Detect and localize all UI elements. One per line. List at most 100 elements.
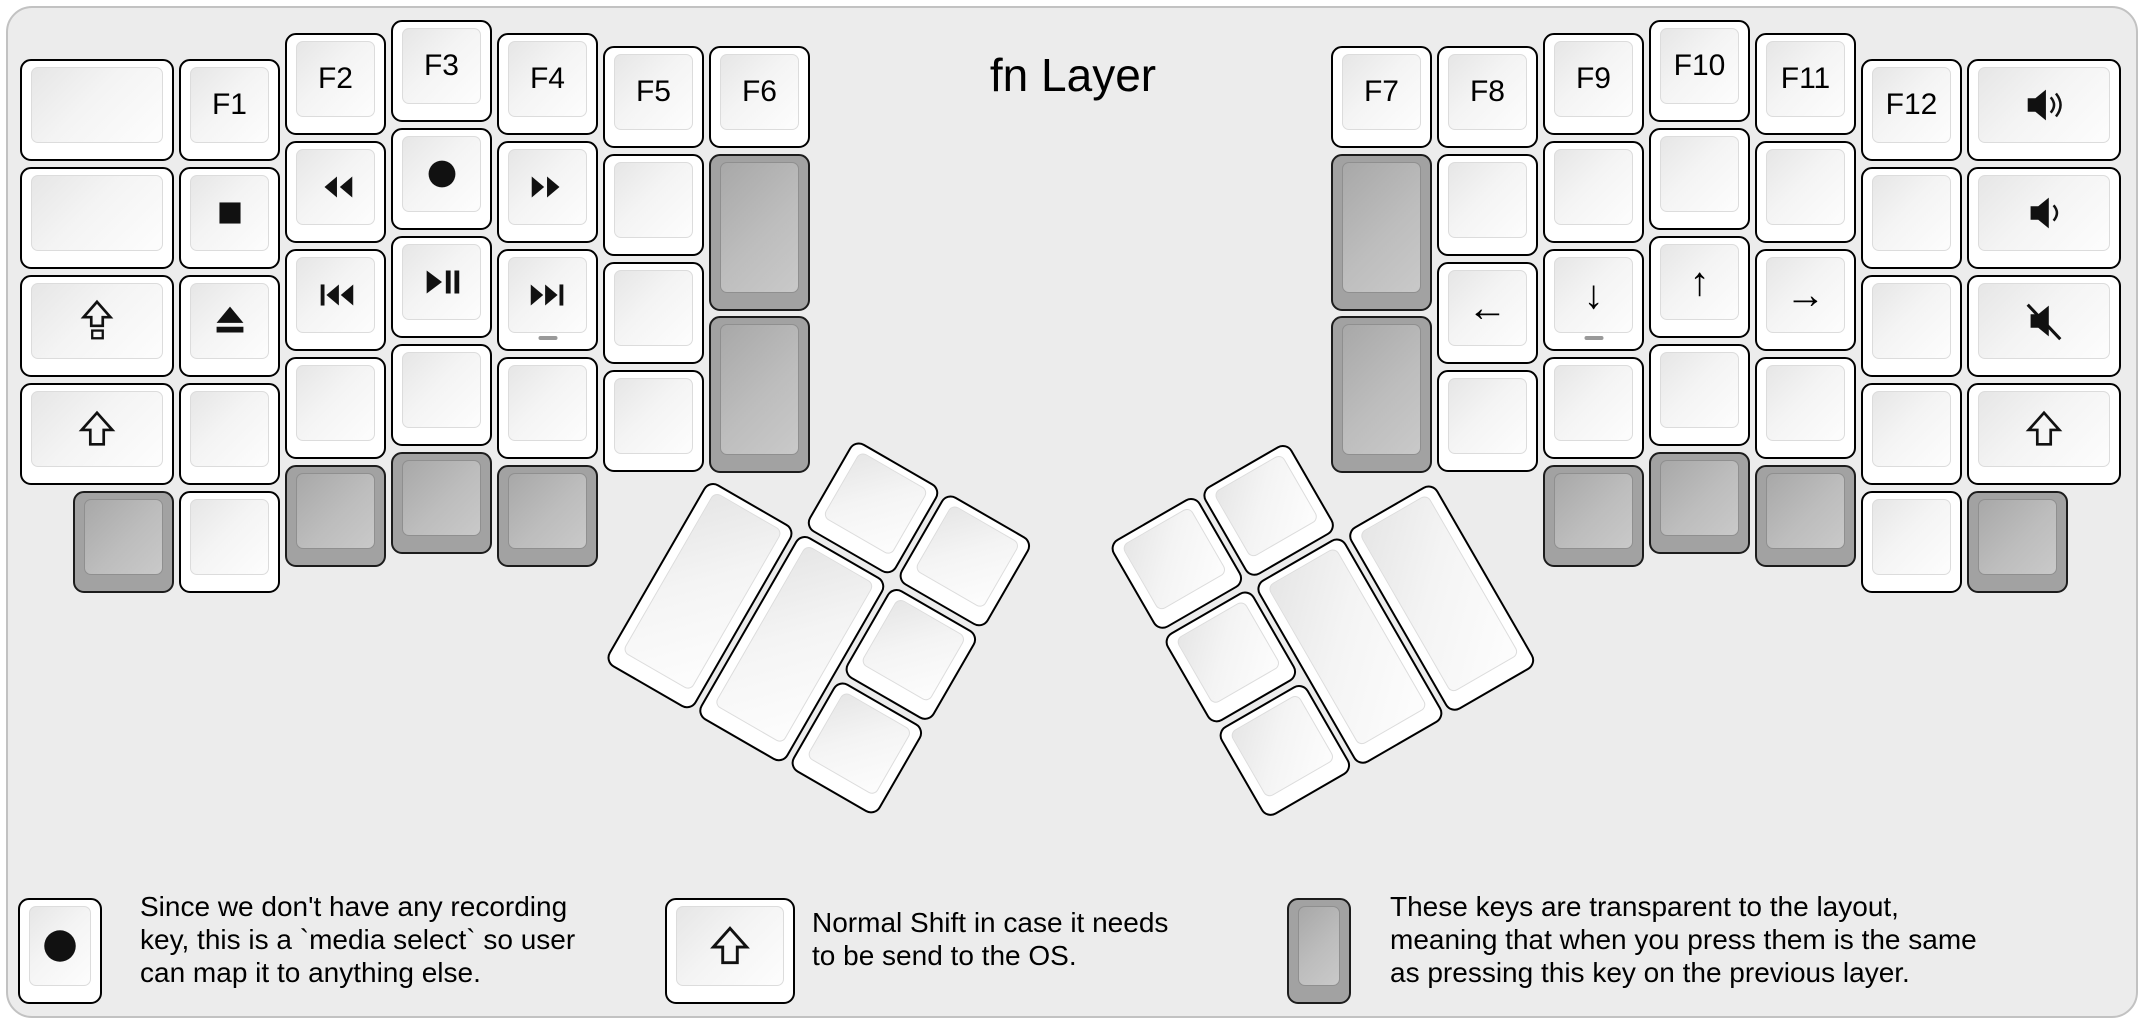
keycap (1766, 365, 1845, 441)
key-transparent[interactable] (285, 465, 386, 567)
key-blank[interactable] (1755, 141, 1856, 243)
keycap (1660, 460, 1739, 536)
keycap (676, 906, 784, 986)
keycap (190, 391, 269, 467)
keycap: F9 (1554, 41, 1633, 117)
key-f5[interactable]: F5 (603, 46, 704, 148)
key-label: F8 (1469, 75, 1505, 108)
keycap (190, 499, 269, 575)
key-label: F7 (1363, 75, 1399, 108)
key-f8[interactable]: F8 (1437, 46, 1538, 148)
key-blank[interactable] (1543, 141, 1644, 243)
key-mute[interactable] (1967, 275, 2121, 377)
key-transparent[interactable] (391, 452, 492, 554)
key-blank[interactable] (285, 357, 386, 459)
key-f10[interactable]: F10 (1649, 20, 1750, 122)
key-transparent[interactable] (1543, 465, 1644, 567)
key-next-track[interactable] (497, 249, 598, 351)
key-label: F11 (1780, 62, 1831, 95)
key-transparent[interactable] (709, 154, 810, 311)
key-f12[interactable]: F12 (1861, 59, 1962, 161)
keycap: F3 (402, 28, 481, 104)
keycap (1872, 391, 1951, 467)
key-eject[interactable] (179, 275, 280, 377)
key-blank[interactable] (1861, 491, 1962, 593)
key-rewind[interactable] (285, 141, 386, 243)
key-arrow-up[interactable]: ↑ (1649, 236, 1750, 338)
keycap (31, 283, 163, 359)
key-blank[interactable] (20, 167, 174, 269)
key-blank[interactable] (20, 59, 174, 161)
key-f1[interactable]: F1 (179, 59, 280, 161)
key-volume-up[interactable] (1967, 59, 2121, 161)
caps-lock-icon (80, 299, 114, 340)
keycap (1766, 473, 1845, 549)
key-blank[interactable] (603, 262, 704, 364)
key-blank[interactable] (1649, 128, 1750, 230)
keycap: ↓ (1554, 257, 1633, 333)
keycap (614, 378, 693, 454)
key-arrow-left[interactable]: ← (1437, 262, 1538, 364)
key-blank[interactable] (1755, 357, 1856, 459)
key-blank[interactable] (1861, 383, 1962, 485)
keycap: F4 (508, 41, 587, 117)
key-arrow-right[interactable]: → (1755, 249, 1856, 351)
keycap (1554, 365, 1633, 441)
key-f9[interactable]: F9 (1543, 33, 1644, 135)
key-transparent[interactable] (1649, 452, 1750, 554)
key-prev-track[interactable] (285, 249, 386, 351)
key-arrow-down[interactable]: ↓ (1543, 249, 1644, 351)
key-blank[interactable] (179, 383, 280, 485)
key-label: ← (1467, 286, 1508, 330)
key-transparent[interactable] (1967, 491, 2068, 593)
key-transparent[interactable] (73, 491, 174, 593)
key-blank[interactable] (603, 154, 704, 256)
keycap: ↑ (1660, 244, 1739, 320)
key-f4[interactable]: F4 (497, 33, 598, 135)
key-blank[interactable] (1649, 344, 1750, 446)
record-icon (44, 930, 76, 962)
keycap (1978, 175, 2110, 251)
keycap: F12 (1872, 67, 1951, 143)
key-f6[interactable]: F6 (709, 46, 810, 148)
key-transparent[interactable] (497, 465, 598, 567)
key-blank[interactable] (1543, 357, 1644, 459)
key-transparent[interactable] (1755, 465, 1856, 567)
key-play-pause[interactable] (391, 236, 492, 338)
keycap (402, 460, 481, 536)
key-blank[interactable] (1861, 275, 1962, 377)
keycap (720, 162, 799, 293)
key-volume-down[interactable] (1967, 167, 2121, 269)
key-blank[interactable] (179, 491, 280, 593)
key-shift-left[interactable] (20, 383, 174, 485)
key-transparent[interactable] (709, 316, 810, 473)
key-transparent[interactable] (1331, 316, 1432, 473)
key-blank[interactable] (1861, 167, 1962, 269)
key-media-select[interactable] (391, 128, 492, 230)
key-f7[interactable]: F7 (1331, 46, 1432, 148)
keycap: F2 (296, 41, 375, 117)
keycap: → (1766, 257, 1845, 333)
key-blank[interactable] (1437, 370, 1538, 472)
key-fast-forward[interactable] (497, 141, 598, 243)
key-f3[interactable]: F3 (391, 20, 492, 122)
record-icon (428, 160, 455, 188)
keycap: F6 (720, 54, 799, 130)
keycap (1872, 175, 1951, 251)
key-transparent[interactable] (1331, 154, 1432, 311)
keycap (402, 244, 481, 320)
key-blank[interactable] (1437, 154, 1538, 256)
keycap: F7 (1342, 54, 1421, 130)
keycap (1978, 499, 2057, 575)
keycap (296, 365, 375, 441)
key-shift-right[interactable] (1967, 383, 2121, 485)
key-blank[interactable] (391, 344, 492, 446)
key-f2[interactable]: F2 (285, 33, 386, 135)
key-label: F3 (423, 49, 459, 82)
key-stop[interactable] (179, 167, 280, 269)
key-caps-lock[interactable] (20, 275, 174, 377)
key-blank[interactable] (497, 357, 598, 459)
key-f11[interactable]: F11 (1755, 33, 1856, 135)
key-blank[interactable] (603, 370, 704, 472)
